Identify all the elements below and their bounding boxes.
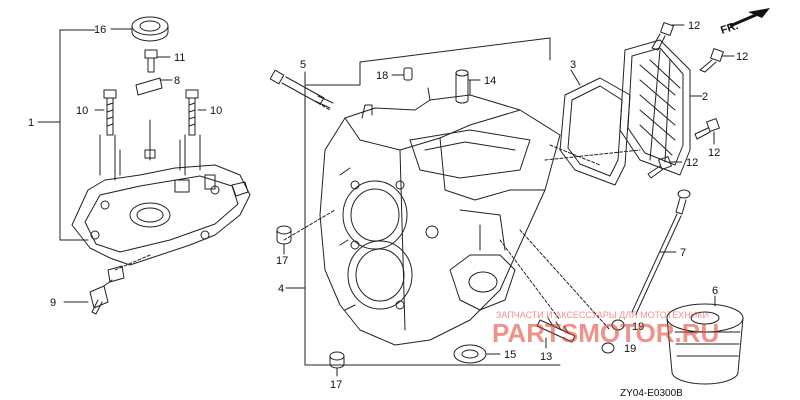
dipstick-7 (631, 189, 691, 315)
group-bracket-4 (304, 84, 561, 366)
watermark-subtitle: ЗАПЧАСТИ И АКСЕССУАРЫ ДЛЯ МОТОТЕХНИКИ (496, 310, 709, 320)
dowel-pin-18 (403, 67, 413, 81)
callout-15: 15 (504, 349, 516, 361)
callout-10-right: 10 (210, 105, 222, 117)
callout-17-b: 17 (330, 379, 342, 391)
bolt-10-left (103, 89, 117, 136)
callout-9: 9 (50, 297, 56, 309)
callout-6: 6 (712, 285, 718, 297)
bolt-12-a (651, 22, 674, 51)
callout-4: 4 (278, 283, 284, 295)
dowel-17-b (329, 351, 345, 369)
callout-19-a: 19 (632, 321, 644, 333)
callout-2: 2 (702, 91, 708, 103)
oil-filter-6 (666, 303, 744, 385)
callout-1: 1 (28, 117, 34, 129)
front-label: FR. (719, 20, 740, 37)
dowel-17-a (276, 225, 292, 245)
callout-13: 13 (540, 351, 552, 363)
callout-17-a: 17 (276, 255, 288, 267)
callout-18: 18 (376, 70, 388, 82)
o-ring-19-b (601, 342, 615, 354)
callout-11: 11 (174, 52, 185, 64)
pin-14 (455, 69, 469, 104)
callout-14: 14 (484, 75, 496, 87)
plate-8 (135, 77, 163, 96)
oil-pressure-switch (89, 265, 125, 315)
oil-seal-top (131, 16, 169, 42)
callout-12-d: 12 (686, 157, 698, 169)
bolt-11 (144, 49, 158, 73)
cylinder-block (319, 79, 561, 346)
callout-12-c: 12 (708, 147, 720, 159)
watermark-logo: PARTSMOTOR.RU (492, 318, 719, 348)
o-ring-19-a (611, 319, 625, 331)
breather-plate (71, 119, 251, 266)
bolt-12-d (647, 156, 672, 179)
front-direction-arrow (729, 8, 770, 28)
callout-16: 16 (94, 24, 106, 36)
callout-10-left: 10 (76, 105, 88, 117)
diagram-code: ZY04-E0300B (620, 388, 683, 399)
stud-13 (536, 317, 576, 343)
callout-8: 8 (174, 75, 180, 87)
breather-cover-2 (619, 39, 691, 176)
bolt-10-right (185, 89, 199, 136)
callout-19-b: 19 (624, 343, 636, 355)
callout-12-a: 12 (688, 20, 700, 32)
callout-5: 5 (300, 59, 306, 71)
bolt-12-c (694, 118, 720, 140)
callout-7: 7 (680, 247, 686, 259)
bolt-5 (269, 69, 334, 109)
oil-seal-15 (453, 344, 487, 364)
gasket-3 (559, 77, 631, 186)
callout-12-b: 12 (736, 51, 748, 63)
bolt-12-b (699, 48, 724, 73)
callout-3: 3 (570, 59, 576, 71)
